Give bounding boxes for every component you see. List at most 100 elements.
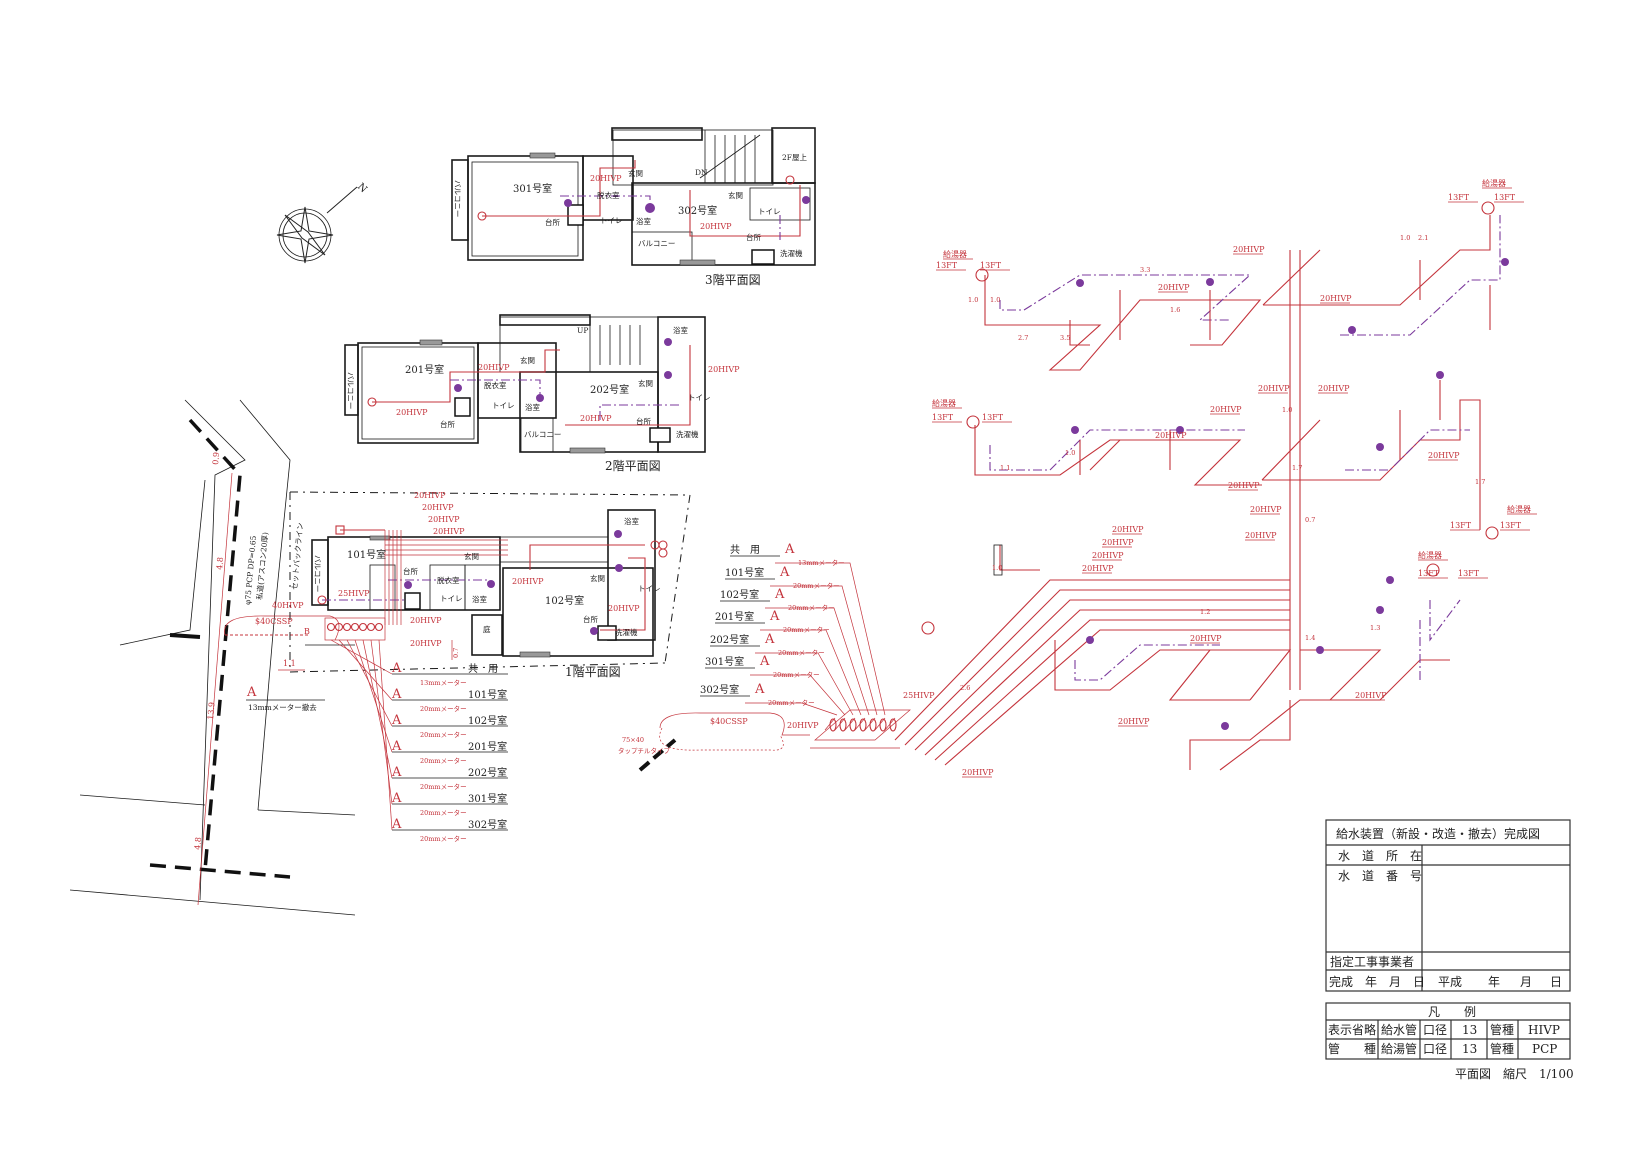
pipe-length-label: 1.4 [1305,634,1315,642]
pipe-label: 20HIVP [410,616,442,625]
faucet-label: 13FT [1450,521,1472,530]
room-label: バルコニー [638,239,675,248]
legend-row-supply: 表示省略 給水管 口径 13 管種 HIVP [1328,1022,1560,1037]
meter-room: 301号室 [468,792,507,805]
pipe-label: 20HIVP [1082,564,1114,573]
pipe-length-label: 3.5 [1060,334,1070,342]
legend-pipe: 給水管 [1381,1022,1417,1037]
meter-icon [879,718,887,732]
pipe-label: 20HIVP [433,527,465,536]
room-101: 101号室 [347,548,386,561]
pipe-label: 20HIVP [1092,551,1124,560]
floor-plan-1f: 101号室 102号室 玄関 台所 脱衣室 トイレ 浴室 玄関 浴室 トイレ 台… [272,491,668,679]
meter-room: 共 用 [730,544,760,556]
meter-mark: A [391,817,402,832]
legend-diam-label: 口径 [1423,1023,1447,1037]
pipe-label: 20HIVP [708,365,740,374]
pipe-length-label: 1.0 [1400,234,1410,242]
legend-diam: 13 [1462,1023,1477,1037]
meter-size: 20mmメーター [420,782,467,791]
pipe-label: 20HIVP [608,604,640,613]
meter-room: 202号室 [710,633,749,646]
room-label: 浴室 [673,325,688,335]
pipe-length-label: 1.6 [1170,306,1180,314]
meter-mark: A [391,661,402,676]
completion-era: 平成 [1438,975,1462,989]
setback-line-label: セットバックライン [290,522,305,590]
meter-bank [324,617,386,641]
room-202: 202号室 [590,383,629,396]
dimension-label: 0.9 [211,452,221,465]
pipe-label: 20HIVP [1158,283,1190,292]
pipe-label: 20HIVP [1155,431,1187,440]
legend-label: 管 種 [1328,1041,1376,1056]
pipe-length-label: 1.0 [990,296,1000,304]
room-label: 玄関 [638,378,653,388]
legend-diam-label: 口径 [1423,1042,1447,1056]
meter-room: 301号室 [705,655,744,668]
north-compass-icon: N [276,181,369,264]
room-label: 洗濯機 [615,627,638,637]
meter-size: 13mmメーター [798,558,845,567]
pipe-label: 20HIVP [512,577,544,586]
pipe-label: 20HIVP [700,222,732,231]
faucet-label: 13FT [932,413,954,422]
room-label: トイレ [492,401,515,410]
dimension-label: 4.8 [193,837,203,850]
plan-caption-2f: 2階平面図 [605,458,661,473]
dimension-label: 13.9 [206,702,217,721]
meter-room: 202号室 [468,766,507,779]
room-label: 浴室 [624,516,639,526]
svg-text:N: N [355,181,369,195]
room-label: 台所 [746,232,761,242]
floor-plan-3f: 301号室 302号室 玄関 脱衣室 トイレ 浴室 台所 玄関 トイレ 台所 洗… [451,127,816,287]
meter-size: 13mmメーター [420,678,467,687]
legend-type-label: 管種 [1490,1022,1514,1037]
pipe-length-label: 1.0 [1065,449,1075,457]
meter-mark: A [391,687,402,702]
water-heater-label: 給湯器 [932,398,956,408]
legend-type: HIVP [1528,1023,1560,1037]
pipe-label: 20HIVP [590,174,622,183]
meter-size: 20mmメーター [793,581,840,590]
faucet-label: 13FT [982,413,1004,422]
room-label: トイレ [638,584,661,593]
water-heater-label: 給湯器 [1482,178,1506,188]
meter-size: 20mmメーター [420,834,467,843]
meter-mark: A [774,587,785,602]
room-label: バルコニー [453,180,462,217]
meter-icon [889,718,897,732]
meter-mark: A [779,565,790,580]
room-label: バルコニー [346,372,355,409]
water-heater-label: 給湯器 [943,249,967,259]
plan-caption-1f: 1階平面図 [565,664,621,679]
pipe-label: 20HIVP [1190,634,1222,643]
meter-room: 302号室 [468,818,507,831]
pipe-label: 20HIVP [580,414,612,423]
room-label: バルコニー [524,430,561,439]
pipe-length-label: 1.7 [1475,478,1485,486]
room-label: 浴室 [636,216,651,226]
meter-icon [839,718,847,732]
number-label: 水 道 番 号 [1338,869,1422,883]
meter-mark: A [784,542,795,557]
mark-a: A [246,685,257,700]
scale-note: 平面図 縮尺 1/100 [1455,1066,1574,1081]
meter-room: 102号室 [720,588,759,601]
room-label: UP [577,326,588,335]
meter-icon [859,718,867,732]
faucet-label: 13FT [1500,521,1522,530]
pipe-label: 20HIVP [1355,691,1387,700]
faucet-label: 13FT [1418,569,1440,578]
meter-size: 20mmメーター [788,603,835,612]
pipe-length-label: 1.0 [968,296,978,304]
service-pipe-label: $40CSSP [255,617,293,626]
legend-diam: 13 [1462,1042,1477,1056]
meter-room: 101号室 [725,566,764,579]
pipe-label: 20HIVP [1320,294,1352,303]
pipe-label: 20HIVP [1228,481,1260,490]
meter-size: 20mmメーター [783,625,830,634]
room-label: トイレ [440,594,463,603]
